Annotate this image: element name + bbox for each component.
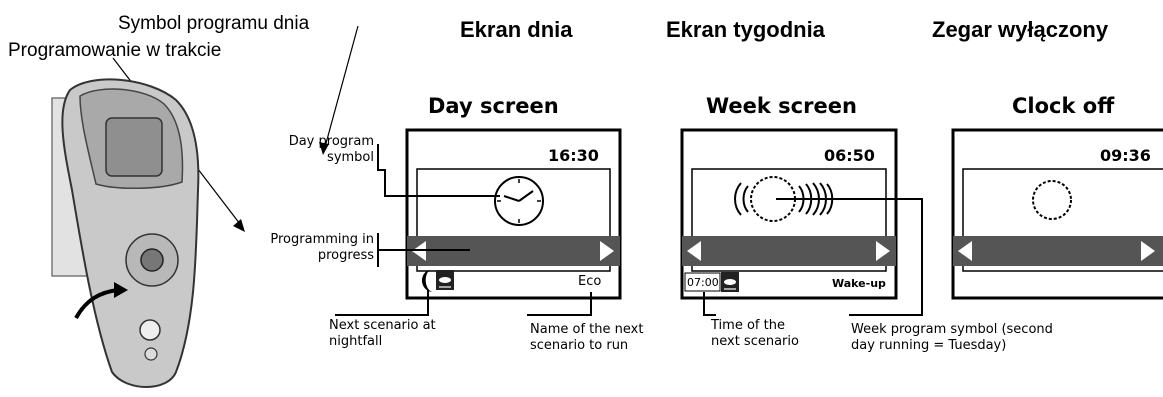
right-arrow-icon (600, 241, 614, 261)
rotation-arrow-head (114, 282, 128, 298)
callout-next-time: Time of the next scenario (711, 318, 799, 349)
remote-down-button (144, 347, 158, 361)
week-screen-next-time: 07:00 (687, 276, 719, 289)
week-screen-scenario: Holidays (744, 242, 822, 261)
callout-nightfall: Next scenario at nightfall (329, 318, 436, 349)
rotation-arrow-icon (74, 288, 119, 320)
clock-off-title: Clock off (1012, 94, 1115, 118)
pl-clock-off: Zegar wyłączony (932, 17, 1109, 42)
clock-off-time: 09:36 (1100, 146, 1151, 165)
right-arrow-icon (876, 241, 890, 261)
pl-programming-in-progress: Programowanie w trakcie (8, 40, 222, 61)
off-badge-text: OFF (1035, 190, 1069, 208)
remote-screen (105, 117, 163, 177)
pl-week-screen: Ekran tygodnia (666, 17, 825, 42)
callout-programming-in-progress: Programming in progress (270, 232, 374, 263)
eye-icon (436, 270, 454, 290)
remote-face (79, 88, 184, 189)
week-screen-title: Week screen (706, 94, 857, 118)
day-screen-next-scenario: Eco (578, 274, 602, 289)
right-arrow-icon (1141, 241, 1155, 261)
analog-clock-icon (494, 176, 544, 226)
clock-off-scenario: Timer OFF (1000, 243, 1082, 259)
day-screen-scenario: Winter (482, 242, 543, 261)
day-screen-title: Day screen (428, 94, 559, 118)
remote-center-button (140, 248, 164, 272)
remote-brand: somfy (151, 371, 173, 380)
week-day-number: 2 (765, 187, 782, 215)
left-arrow-icon (687, 241, 701, 261)
day-screen-time: 16:30 (548, 146, 599, 165)
callout-next-name: Name of the next scenario to run (530, 322, 644, 353)
pl-arrow-programming (112, 57, 245, 232)
remote-control (51, 78, 200, 388)
week-screen-next-scenario: Wake-up (832, 277, 886, 290)
left-arrow-icon (958, 241, 972, 261)
callout-week-symbol: Week program symbol (second day running … (851, 322, 1053, 353)
left-arrow-icon (412, 241, 426, 261)
remote-nav-ring (125, 233, 179, 287)
remote-my-button-label: my (143, 325, 157, 335)
remote-wall-holder (51, 97, 113, 277)
week-screen-time: 06:50 (824, 146, 875, 165)
pl-day-program-symbol: Symbol programu dnia (118, 13, 310, 34)
eye-icon (721, 272, 739, 292)
callout-day-program-symbol: Day program symbol (288, 134, 374, 165)
remote-body (61, 78, 200, 388)
moon-icon (421, 270, 432, 292)
week-waves-icon (734, 182, 834, 216)
pl-day-screen: Ekran dnia (460, 17, 573, 42)
